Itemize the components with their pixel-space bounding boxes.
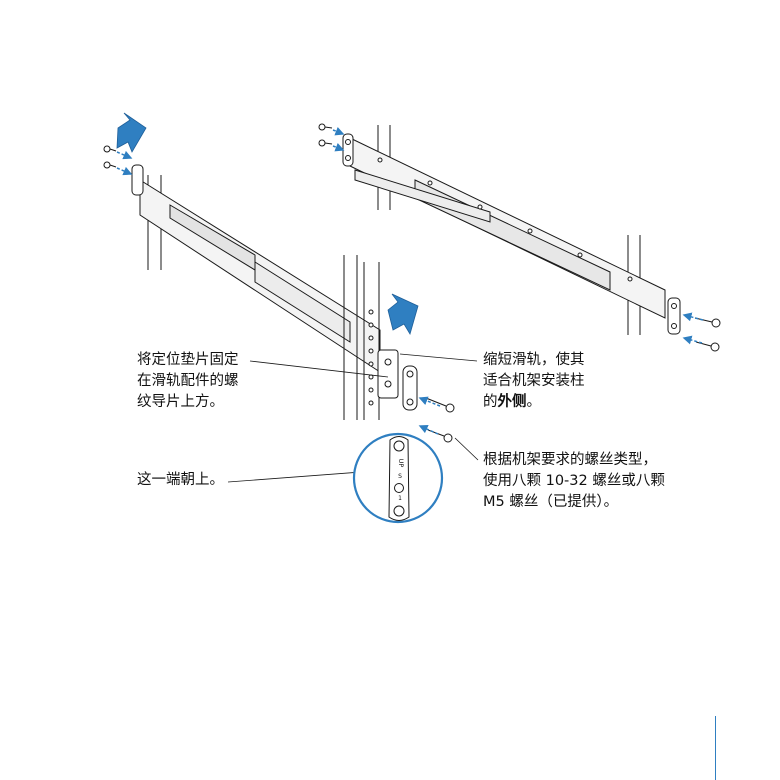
screws-front-right [694,317,721,352]
push-arrow-front [387,293,419,335]
callout-shorten-rail: 缩短滑轨，使其 适合机架安装柱 的外侧。 [483,350,585,413]
callout-emphasis: 外侧 [497,394,527,410]
rack-post-front-left [343,255,380,420]
callout-line: 根据机架要求的螺丝类型， [483,452,657,468]
front-mount-plate [667,297,681,335]
callout-line: 缩短滑轨，使其 [483,352,585,368]
long-rail-assembly [103,145,455,443]
callout-line: M5 螺丝（已提供）。 [483,494,619,510]
callout-text: 的 [483,394,498,410]
long-rail-inner [254,261,351,343]
push-arrow-rear [116,112,147,153]
short-rail-flange [354,169,491,223]
callout-line: 使用八颗 10-32 螺丝或八颗 [483,473,665,489]
rear-left-mount-plate [131,164,144,196]
callout-end-up: 这一端朝上。 [137,470,224,491]
rear-mount-plate [342,133,354,167]
callout-line: 适合机架安装柱 [483,373,585,389]
callout-line: 这一端朝上。 [137,472,224,488]
screws-rear-right [318,123,333,147]
callout-line: 纹导片上方。 [137,394,224,410]
rail-holes [377,157,633,282]
short-rail-inner [414,179,611,291]
short-rail-assembly [318,123,721,352]
callout-screw-type: 根据机架要求的螺丝类型， 使用八颗 10-32 螺丝或八颗 M5 螺丝（已提供）… [483,450,665,513]
callout-line: 将定位垫片固定 [137,352,239,368]
front-left-mount-bracket [377,349,399,399]
insert-arrows-right [332,127,704,345]
detail-plate [388,436,410,521]
callout-line: 在滑轨配件的螺 [137,373,239,389]
guide-plate [402,365,418,411]
screws-rear-left [103,145,117,169]
callout-spacer-position: 将定位垫片固定 在滑轨配件的螺 纹导片上方。 [137,350,239,413]
plate-side-mark-2: 1 [398,495,402,502]
plate-up-mark: UP [397,459,405,468]
callout-line: 的外侧。 [483,392,585,413]
plate-detail-callout: UP S 1 [352,432,444,524]
screws-front-left [425,397,455,443]
insert-arrows-left [116,150,441,435]
page-margin-rule [715,716,716,780]
plate-side-mark-1: S [398,473,402,480]
leader-lines [227,353,479,483]
callout-text: 。 [526,394,542,410]
